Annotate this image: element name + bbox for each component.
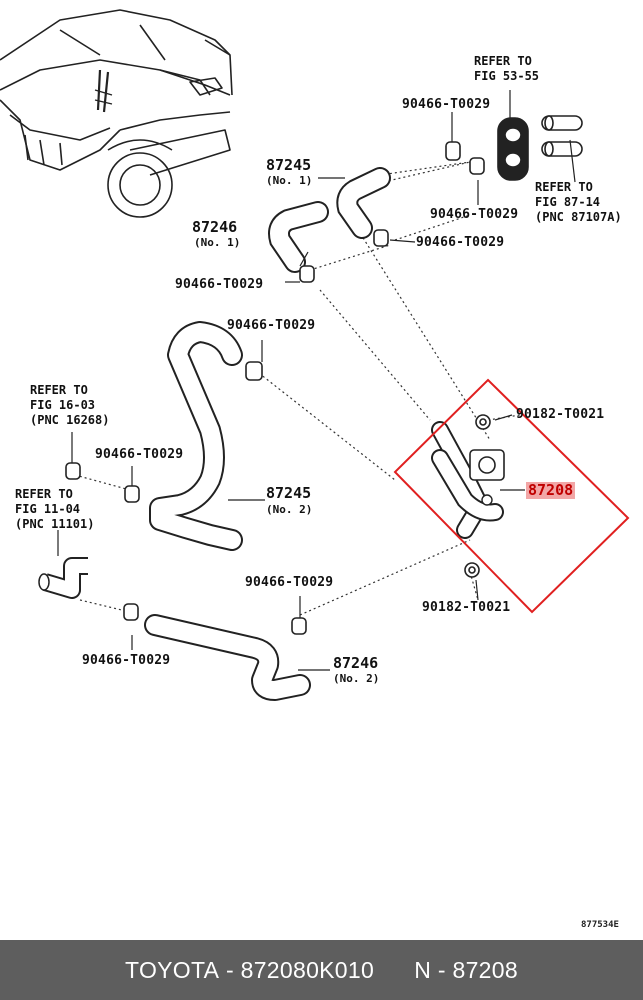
- bolt-label-bottom: 90182-T0021: [422, 600, 511, 615]
- grommet: [497, 117, 529, 181]
- water-valve-87208: [431, 421, 505, 539]
- brand-name: TOYOTA: [125, 956, 220, 983]
- n-value: 87208: [452, 956, 518, 983]
- clamp-label: 90466-T0029: [245, 575, 334, 590]
- part-number: 872080K010: [240, 956, 375, 983]
- clamp-label: 90466-T0029: [175, 277, 264, 292]
- clamp-label: 90466-T0029: [416, 235, 505, 250]
- hose-87246-no2-sublabel: (No. 2): [333, 672, 380, 685]
- clamp-label: 90466-T0029: [430, 207, 519, 222]
- diagram-id: 877534E: [581, 920, 619, 930]
- refer-fig-87-14-label: REFER TO FIG 87-14 (PNC 87107A): [535, 180, 622, 224]
- parts-diagram: REFER TO FIG 53-55 REFER TO FIG 87-14 (P…: [0, 9, 630, 930]
- connection-lines: [74, 161, 521, 616]
- refer-fig-53-55-label: REFER TO FIG 53-55: [474, 54, 540, 83]
- refer-fig-11-04-label: REFER TO FIG 11-04 (PNC 11101): [15, 487, 95, 531]
- hose-87245-no1-label: 87245: [266, 156, 312, 174]
- hose-87246-no1-label: 87246: [192, 218, 238, 236]
- separator: -: [431, 956, 453, 983]
- diagram-art: [0, 9, 630, 701]
- clamp-icons: [65, 141, 485, 635]
- hose-87246-no2: [144, 614, 311, 701]
- hose-87245-no1: [336, 167, 391, 239]
- pipe-stubs: [541, 115, 583, 157]
- highlighted-part-label[interactable]: 87208: [526, 481, 576, 499]
- car-illustration: [0, 9, 233, 218]
- bolt-icons: [464, 414, 491, 578]
- separator: -: [219, 956, 241, 983]
- highlight-frame: [393, 378, 630, 614]
- hose-87245-no2-label: 87245: [266, 484, 312, 502]
- hose-87245-no2-sublabel: (No. 2): [266, 503, 313, 516]
- clamp-label: 90466-T0029: [402, 97, 491, 112]
- pipe-fitting-left: [38, 557, 88, 599]
- hose-87245-no1-sublabel: (No. 1): [266, 174, 313, 187]
- hose-87245-no2: [149, 321, 243, 551]
- part-footer: TOYOTA - 872080K010 N - 87208: [0, 940, 643, 1000]
- leader-lines: [57, 90, 576, 671]
- bolt-label-top: 90182-T0021: [516, 407, 605, 422]
- spacer: [374, 957, 414, 984]
- hose-87246-no2-label: 87246: [333, 654, 379, 672]
- n-label: N: [414, 956, 432, 983]
- refer-fig-16-03-label: REFER TO FIG 16-03 (PNC 16268): [30, 383, 110, 427]
- clamp-label: 90466-T0029: [227, 318, 316, 333]
- hose-87246-no1-sublabel: (No. 1): [194, 236, 241, 249]
- clamp-label: 90466-T0029: [95, 447, 184, 462]
- hose-87246-no1: [268, 201, 329, 273]
- clamp-label: 90466-T0029: [82, 653, 171, 668]
